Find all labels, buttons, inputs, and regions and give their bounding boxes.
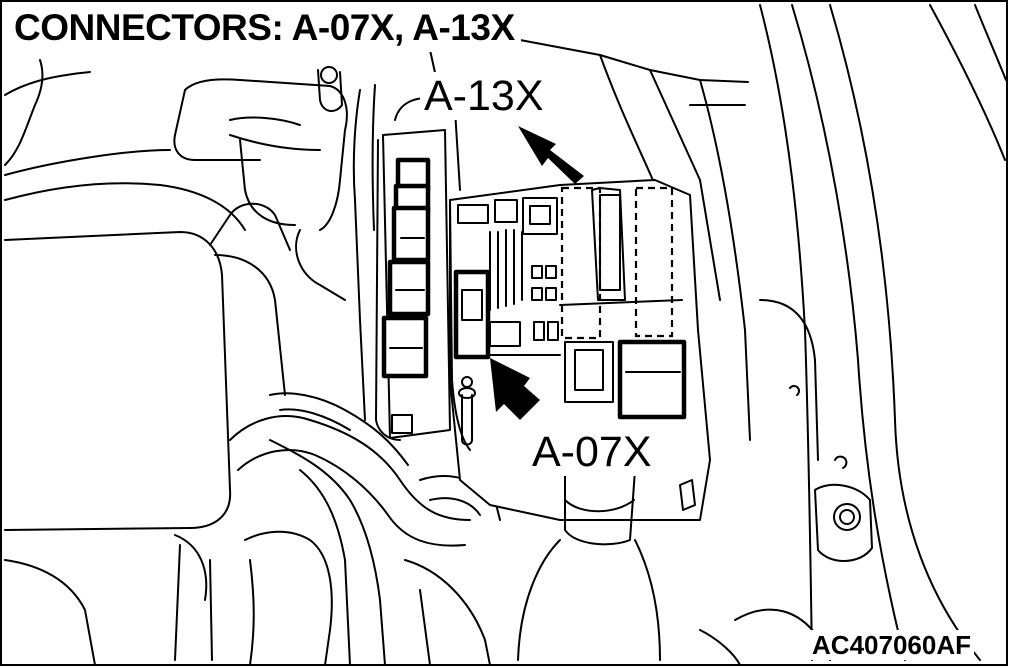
fuse-4	[387, 259, 431, 317]
stud	[458, 376, 476, 446]
label-a07x: A-07X	[528, 428, 656, 476]
figure-code: AC407060AF	[809, 630, 974, 660]
label-a13x: A-13X	[420, 72, 548, 120]
page-title: CONNECTORS: A-07X, A-13X	[12, 6, 521, 52]
relay-box	[449, 179, 711, 661]
connector-a13x-relay	[617, 339, 687, 420]
connector-a07x	[453, 269, 491, 360]
arrow-a13x-icon	[518, 126, 584, 184]
arrow-a07x-icon	[490, 358, 540, 420]
hoses	[229, 392, 501, 666]
fuse-3	[391, 205, 431, 263]
fuse-strip	[375, 129, 451, 441]
left-housing	[4, 202, 291, 666]
